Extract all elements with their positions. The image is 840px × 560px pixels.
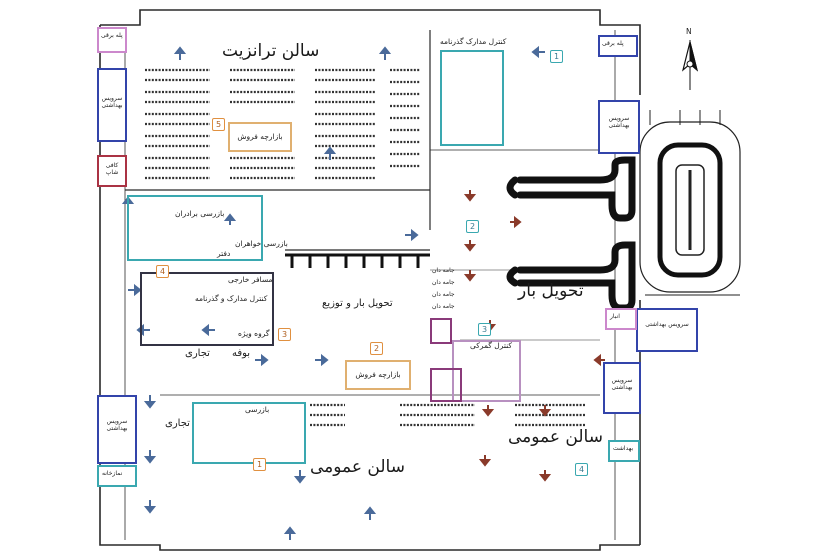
- general-hall-label-1: سالن عمومی: [310, 457, 405, 477]
- baggage-claim-label: تحویل بار: [518, 281, 584, 301]
- passport-control-mid-zone: [140, 272, 274, 346]
- counter-row: [285, 253, 430, 268]
- general-hall-label-2: سالن عمومی: [508, 427, 603, 447]
- route-badge-teal-4: 4: [575, 463, 588, 476]
- route-badge-orange-1: 1: [253, 458, 266, 471]
- storage-box: انبار: [605, 308, 637, 330]
- inspection-women-label: بازرسی خواهران: [235, 239, 288, 248]
- restroom-label-4: سرویس بهداشتی: [645, 321, 689, 328]
- sales-bazaar-1-label: بازارچه فروش: [237, 131, 283, 141]
- storage-label: انبار: [610, 313, 620, 320]
- north-arrow-icon: [681, 40, 699, 90]
- inspection-zone: [127, 195, 263, 261]
- inspection-lower-label: بازرسی: [245, 405, 270, 414]
- restroom-box-5: سرویس بهداشتی: [603, 362, 641, 414]
- transit-hall-label: سالن ترانزیت: [222, 41, 320, 61]
- restroom-box-2: سرویس بهداشتی: [97, 395, 137, 464]
- group-label: گروه ویژه: [238, 329, 270, 338]
- route-badge-teal-3: 3: [478, 323, 491, 336]
- mosque-box: نمازخانه: [97, 465, 137, 487]
- restroom-label-2: سرویس بهداشتی: [106, 418, 128, 432]
- health-label: بهداشت: [613, 445, 634, 452]
- route-badge-orange-3: 3: [278, 328, 291, 341]
- route-badge-orange-4: 4: [156, 265, 169, 278]
- clothes-label-2: جامه دان: [432, 279, 455, 286]
- passport-control-top-label: کنترل مدارک گذرنامه: [440, 37, 507, 46]
- stairs-label-2: پله برقی: [602, 40, 624, 47]
- north-label: N: [686, 27, 692, 36]
- foreign-passenger-label: مسافر خارجی: [228, 275, 273, 284]
- route-badge-orange-2: 2: [370, 342, 383, 355]
- restroom-label-5: سرویس بهداشتی: [611, 377, 633, 391]
- restroom-box-3: سرویس بهداشتی: [598, 100, 640, 154]
- route-badge-teal-1: 1: [550, 50, 563, 63]
- baggage-distribution-label: تحویل بار و توزیع: [322, 298, 393, 309]
- stairs-box-2: پله برقی: [598, 35, 638, 57]
- health-box: بهداشت: [608, 440, 640, 462]
- stairs-label-1: پله برقی: [101, 32, 123, 39]
- customs-control-zone: [452, 340, 521, 402]
- commercial-label-2: تجاری: [165, 418, 190, 429]
- restroom-box-4: سرویس بهداشتی: [636, 308, 698, 352]
- mosque-label: نمازخانه: [102, 470, 123, 477]
- route-badge-orange-5: 5: [212, 118, 225, 131]
- coffee-shop-label: کافی شاپ: [105, 162, 119, 176]
- plum-room-2: [430, 368, 462, 402]
- clothes-label-3: جامه دان: [432, 291, 455, 298]
- restroom-label-3: سرویس بهداشتی: [608, 115, 630, 129]
- commercial-label-1: تجاری: [185, 348, 210, 359]
- office-label: دفتر: [217, 249, 231, 258]
- stairs-box-1: پله برقی: [97, 27, 127, 53]
- seating-rows-transit: [145, 68, 420, 180]
- passport-control-mid-label: کنترل مدارک و گذرنامه: [195, 294, 268, 303]
- restroom-label-1: سرویس بهداشتی: [101, 95, 123, 109]
- sales-bazaar-2: بازارچه فروش: [345, 360, 411, 390]
- seating-rows-general: [310, 403, 585, 427]
- baggage-belts: [506, 156, 636, 312]
- customs-control-label: کنترل گمرکی: [470, 341, 512, 350]
- inspection-lower-zone: [192, 402, 306, 464]
- plum-room-1: [430, 318, 452, 344]
- sales-bazaar-1: بازارچه فروش: [228, 122, 292, 152]
- clothes-label-1: جامه دان: [432, 267, 455, 274]
- buffet-label: بوفه: [232, 348, 251, 359]
- clothes-label-4: جامه دان: [432, 303, 455, 310]
- passport-control-top-zone: [440, 50, 504, 146]
- airside-baggage-area: [639, 110, 741, 296]
- coffee-shop-box: کافی شاپ: [97, 155, 127, 187]
- sales-bazaar-2-label: بازارچه فروش: [355, 369, 401, 379]
- route-badge-teal-2: 2: [466, 220, 479, 233]
- inspection-men-label: بازرسی برادران: [175, 209, 225, 218]
- restroom-box-1: سرویس بهداشتی: [97, 68, 127, 142]
